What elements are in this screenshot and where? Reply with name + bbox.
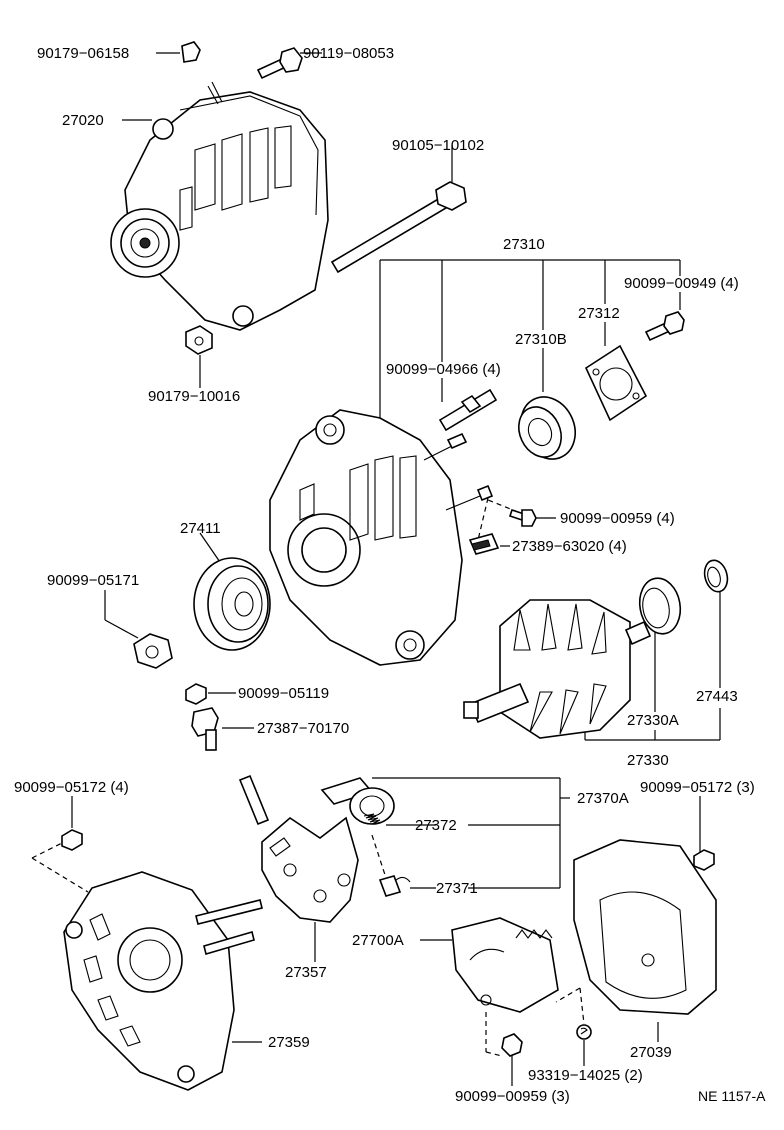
label-27370A: 27370A: [577, 790, 629, 807]
rear-cover-27039-drawing: [573, 839, 717, 1015]
rear-end-frame-27359-drawing: [63, 871, 263, 1091]
stud-90099-04966-drawing: [438, 388, 498, 432]
label-27310: 27310: [503, 236, 545, 253]
nut-90099-05119-drawing: [185, 683, 207, 705]
label-27359: 27359: [268, 1034, 310, 1051]
label-93319-14025: 93319−14025 (2): [528, 1067, 643, 1084]
label-27700A: 27700A: [352, 932, 404, 949]
label-27372: 27372: [415, 817, 457, 834]
bearing-27330A-drawing: [638, 577, 682, 635]
label-90179-10016: 90179−10016: [148, 388, 240, 405]
bushing-93319-14025-drawing: [576, 1024, 592, 1040]
label-27371: 27371: [436, 880, 478, 897]
label-27020: 27020: [62, 112, 104, 129]
bearing-cover-27443-drawing: [703, 559, 729, 593]
label-27387-70170: 27387−70170: [257, 720, 349, 737]
regulator-27700A-drawing: [451, 917, 559, 1013]
terminal-insulator-27387-70170-drawing: [191, 707, 219, 751]
brush-spring-27372-drawing: [363, 813, 383, 825]
pulley-27411-drawing: [193, 557, 271, 651]
nut-90179-06158-drawing: [181, 41, 201, 63]
brush-holder-27370A-drawing: [320, 777, 395, 825]
insulator-27389-63020-drawing: [468, 533, 500, 555]
nut-90099-05171-drawing: [133, 633, 173, 669]
part-labels: 90179−06158 90119−08053 27020 90105−1010…: [14, 45, 766, 1105]
screw-90099-00959-a-drawing: [508, 508, 537, 527]
label-90105-10102: 90105−10102: [392, 137, 484, 154]
leader-lines: [71, 52, 721, 1086]
nut-90179-10016-drawing: [185, 325, 213, 355]
rotor-27330-drawing: [463, 599, 652, 739]
bolt-90119-08053-drawing: [256, 47, 303, 80]
label-90099-05119: 90099−05119: [238, 685, 329, 702]
label-90099-05172-a: 90099−05172 (4): [14, 779, 129, 796]
alternator-assembly-drawing: [110, 81, 329, 331]
bearing-27310B-drawing: [518, 396, 576, 460]
through-bolt-90105-10102-drawing: [330, 181, 467, 274]
brush-27371-drawing: [378, 875, 411, 897]
label-90099-00959-b: 90099−00959 (3): [455, 1088, 570, 1105]
label-90099-04966: 90099−04966 (4): [386, 361, 501, 378]
label-27330A: 27330A: [627, 712, 679, 729]
retainer-plate-27312-drawing: [584, 344, 648, 422]
nut-90099-05172-b-drawing: [693, 849, 715, 871]
label-90179-06158: 90179−06158: [37, 45, 129, 62]
label-27039: 27039: [630, 1044, 672, 1061]
label-90099-00959-a: 90099−00959 (4): [560, 510, 675, 527]
label-27443: 27443: [696, 688, 738, 705]
label-90099-00949: 90099−00949 (4): [624, 275, 739, 292]
bolt-90099-00949-drawing: [644, 311, 685, 342]
label-27310B: 27310B: [515, 331, 567, 348]
screw-90099-00959-b-drawing: [501, 1033, 523, 1057]
label-27411: 27411: [180, 520, 221, 537]
drive-end-frame-drawing: [269, 409, 494, 666]
label-90099-05172-b: 90099−05172 (3): [640, 779, 755, 796]
diagram-code: NE 1157-A: [698, 1088, 766, 1104]
label-90099-05171: 90099−05171: [47, 572, 139, 589]
label-27330: 27330: [627, 752, 669, 769]
nut-90099-05172-a-drawing: [61, 829, 83, 851]
rectifier-27357-drawing: [238, 774, 359, 923]
label-27389-63020: 27389−63020 (4): [512, 538, 627, 555]
label-90119-08053: 90119−08053: [303, 45, 394, 62]
label-27357: 27357: [285, 964, 327, 981]
label-27312: 27312: [578, 305, 620, 322]
